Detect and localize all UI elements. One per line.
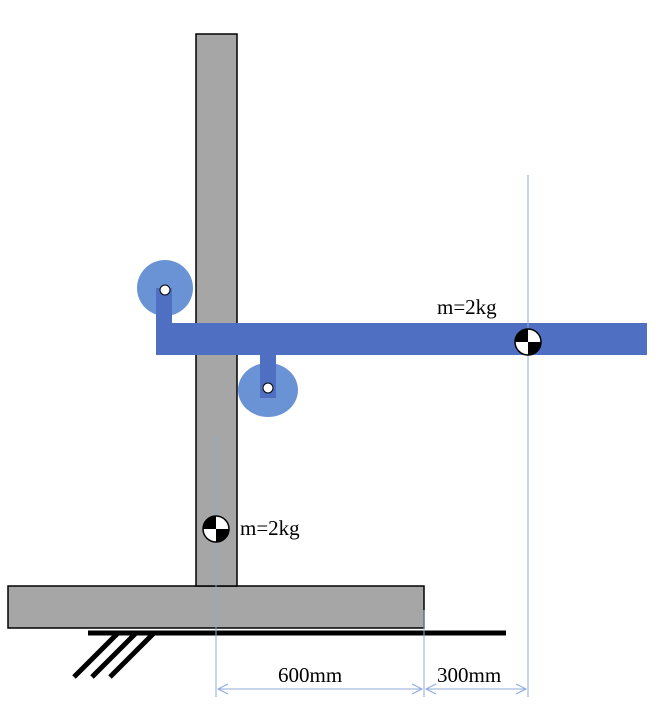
center-of-mass-column-icon — [202, 515, 230, 543]
center-of-mass-beam-icon — [514, 328, 542, 356]
ground-hatch-3 — [108, 631, 156, 679]
arrowhead-300-right — [515, 683, 528, 695]
mass-label-column: m=2kg — [240, 516, 300, 540]
arrowhead-600-right — [411, 683, 424, 695]
arrowhead-300-left — [424, 683, 437, 695]
horizontal-beam — [156, 323, 647, 355]
lower-pin — [262, 382, 274, 394]
mass-label-beam: m=2kg — [437, 295, 497, 319]
ground-hatch-2 — [90, 631, 138, 679]
dimension-label-600: 600mm — [278, 663, 342, 687]
upper-bracket — [156, 288, 172, 328]
dimension-label-300: 300mm — [437, 663, 501, 687]
ground-hatch-1 — [72, 631, 120, 679]
arrowhead-600-left — [216, 683, 229, 695]
upper-pin — [159, 284, 171, 296]
